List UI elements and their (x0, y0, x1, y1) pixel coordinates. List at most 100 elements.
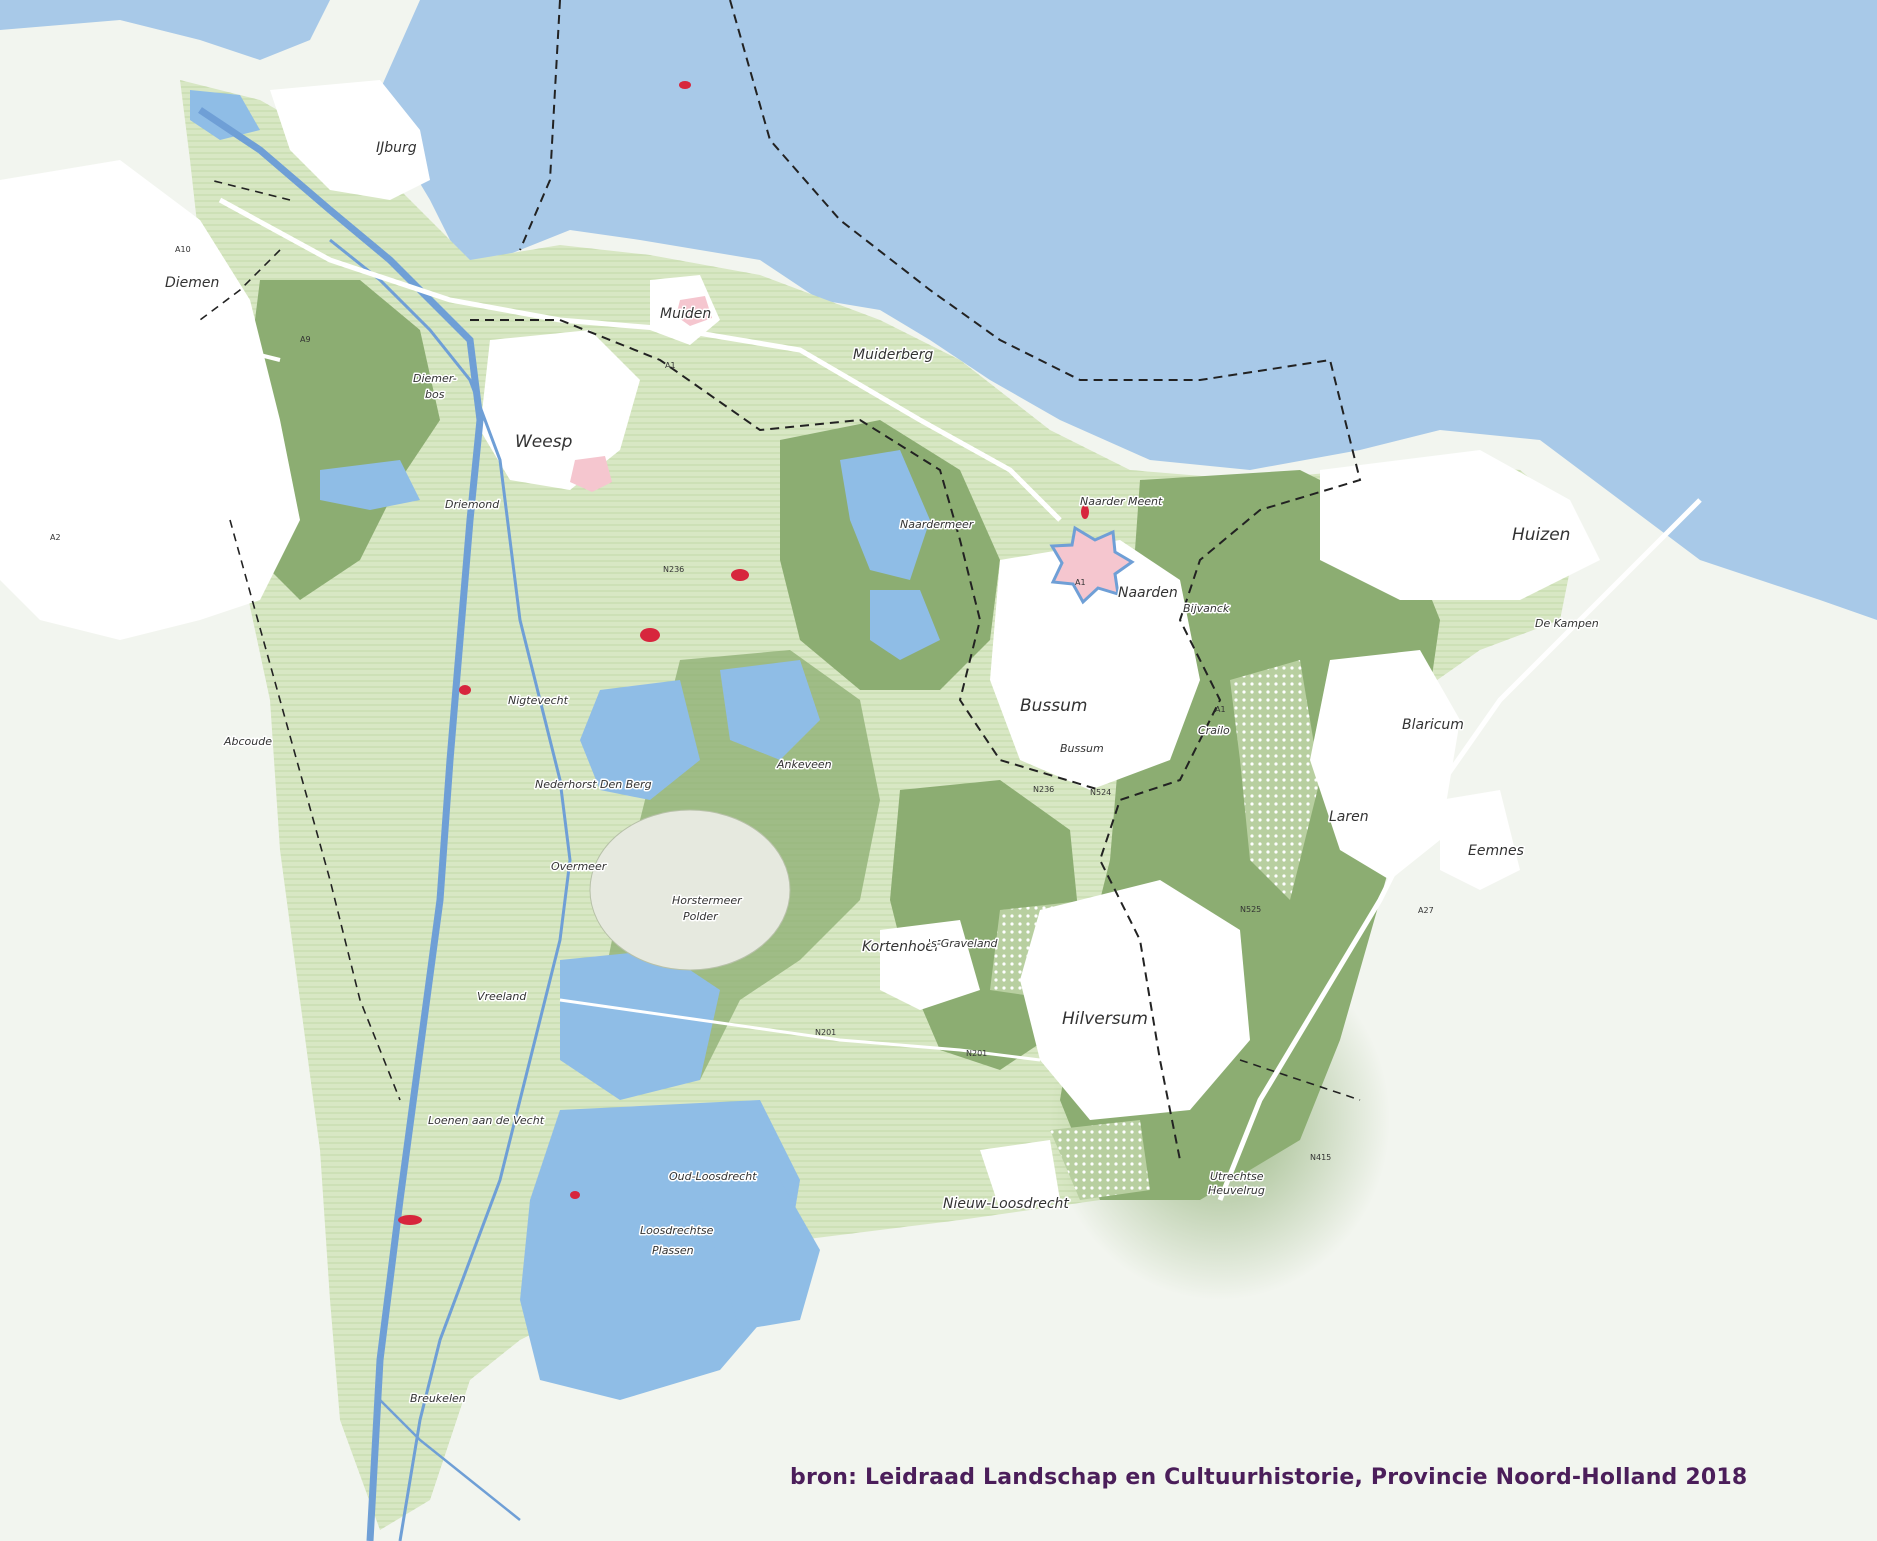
urban-west (0, 160, 300, 640)
red-marker-5 (398, 1215, 422, 1225)
road-label-n236: N236 (663, 565, 684, 574)
urban-ijburg (270, 80, 430, 200)
lake-ankeveen (720, 660, 820, 760)
place-label-de_kampen: De Kampen (1535, 617, 1599, 630)
place-labels: IJburgDiemenMuidenMuiderbergWeespDriemon… (164, 139, 1601, 1407)
road-label-a1b: A1 (1075, 578, 1086, 587)
urban-hilversum (1020, 880, 1250, 1120)
urban-kortenhoef (880, 920, 980, 1010)
place-label-hilversum: Hilversum (1062, 1009, 1148, 1029)
lake-vinkeveen (580, 680, 700, 800)
place-label-bijvanck: Bijvanck (1183, 602, 1230, 615)
road-label-a9: A9 (300, 335, 311, 344)
place-label-ankeveen: Ankeveen (776, 758, 832, 771)
vecht-river (329, 238, 572, 1541)
lake-diemen (320, 460, 420, 510)
road-label-a1: A1 (665, 361, 676, 370)
place-label-naardermeer: Naardermeer (900, 518, 975, 531)
urban-nieuw-loosdrecht (980, 1140, 1060, 1210)
horstermeer-polder-shape (589, 809, 791, 971)
urban-huizen (1320, 450, 1600, 600)
place-label-weesp: Weesp (515, 432, 573, 452)
place-label-diemerbos: Diemer- (413, 372, 457, 385)
place-label-utrechtse: Utrechtse (1210, 1170, 1264, 1183)
west-boundary (229, 519, 401, 1101)
place-label-muiden: Muiden (660, 306, 711, 322)
place-label-driemond: Driemond (445, 498, 500, 511)
lake-loosdrecht (520, 1100, 800, 1400)
road-a27 (1217, 498, 1702, 1201)
road-label-a2: A2 (50, 533, 61, 542)
road-label-n201: N201 (815, 1028, 836, 1037)
place-label-ijburg: IJburg (376, 140, 417, 156)
place-label-kortenhoef: Kortenhoef (862, 939, 941, 955)
place-label-nieuw_loosdrecht: Nieuw-Loosdrecht (943, 1196, 1069, 1212)
place-label-crailoo: Crailo (1198, 724, 1230, 737)
place-label-naarden: Naarden (1118, 585, 1178, 601)
red-marker-6 (570, 1191, 580, 1199)
place-label-oud_loosdrecht: Oud-Loosdrecht (669, 1170, 757, 1183)
heath-dots-2 (1230, 660, 1320, 900)
ijmeer-water (380, 0, 1877, 620)
place-label-blaricum: Blaricum (1402, 717, 1464, 733)
urban-laren-blaricum (1310, 650, 1460, 880)
place-label-huizen: Huizen (1512, 525, 1570, 545)
east-arrow-line (1239, 1059, 1361, 1101)
road-label-n524: N524 (1090, 788, 1111, 797)
road-label-n201b: N201 (966, 1049, 987, 1058)
place-label-plassen: Plassen (652, 1244, 694, 1257)
red-marker-3 (640, 628, 660, 642)
place-label-overmeer: Overmeer (551, 860, 608, 873)
urban-weesp (480, 330, 640, 490)
red-marker-1 (679, 81, 691, 89)
place-label-nederhorst: Nederhorst Den Berg (535, 778, 652, 791)
place-label-loosdrechtse: Loosdrechtse (640, 1224, 714, 1237)
study-boundary (519, 0, 1362, 1161)
water-top-left (0, 0, 330, 60)
place-label-horstermeer: Horstermeer (672, 894, 743, 907)
river-south (379, 1399, 521, 1521)
place-label-eemnes: Eemnes (1468, 843, 1524, 859)
lake-kortenhoef (560, 950, 720, 1100)
place-label-diemerbos2: bos (425, 388, 445, 401)
heath-dots-3 (1050, 1120, 1150, 1200)
place-label-vreeland: Vreeland (477, 990, 527, 1003)
amsterdam-rijnkanaal (198, 107, 484, 1541)
lake-naardermeer (840, 450, 930, 580)
arrow-diemen-1 (199, 249, 281, 321)
naarden-fortress (1049, 525, 1135, 605)
place-label-heuvelrug: Heuvelrug (1208, 1184, 1265, 1197)
urban-naarden-bussum (990, 540, 1200, 790)
place-label-loenen: Loenen aan de Vecht (428, 1114, 545, 1127)
red-marker-4 (459, 685, 471, 695)
weesp-historic (570, 456, 612, 492)
place-label-s_graveland: 's-Graveland (928, 937, 999, 950)
place-label-naarder_meent: Naarder Meent (1080, 495, 1163, 508)
road-label-a10: A10 (175, 245, 191, 254)
muiden-historic (676, 296, 712, 326)
road-label-n236b: N236 (1033, 785, 1054, 794)
place-label-bussum: Bussum (1020, 696, 1088, 716)
red-marker-7 (1081, 505, 1089, 519)
place-label-muiderberg: Muiderberg (853, 347, 933, 363)
lake-naardermeer-2 (870, 590, 940, 660)
source-caption: bron: Leidraad Landschap en Cultuurhisto… (790, 1465, 1748, 1490)
place-label-abcoude: Abcoude (223, 735, 272, 748)
road-label-n525: N525 (1240, 905, 1261, 914)
lake-northwest (190, 90, 260, 140)
road-label-n415: N415 (1310, 1153, 1331, 1162)
place-label-breukelen: Breukelen (410, 1392, 466, 1405)
place-label-laren: Laren (1329, 809, 1369, 825)
road-a1 (218, 197, 1062, 522)
road-n201 (559, 998, 1041, 1062)
place-label-bussum2: Bussum (1060, 742, 1104, 755)
place-label-nigtevecht: Nigtevecht (508, 694, 569, 707)
place-label-horstermeer_polder: Polder (683, 910, 719, 923)
road-label-a1c: A1 (1215, 705, 1226, 714)
urban-eemnes (1440, 790, 1520, 890)
place-label-diemen: Diemen (165, 275, 219, 291)
inner-boundary (470, 319, 1101, 791)
lake-loosdrecht-east (700, 1180, 820, 1330)
